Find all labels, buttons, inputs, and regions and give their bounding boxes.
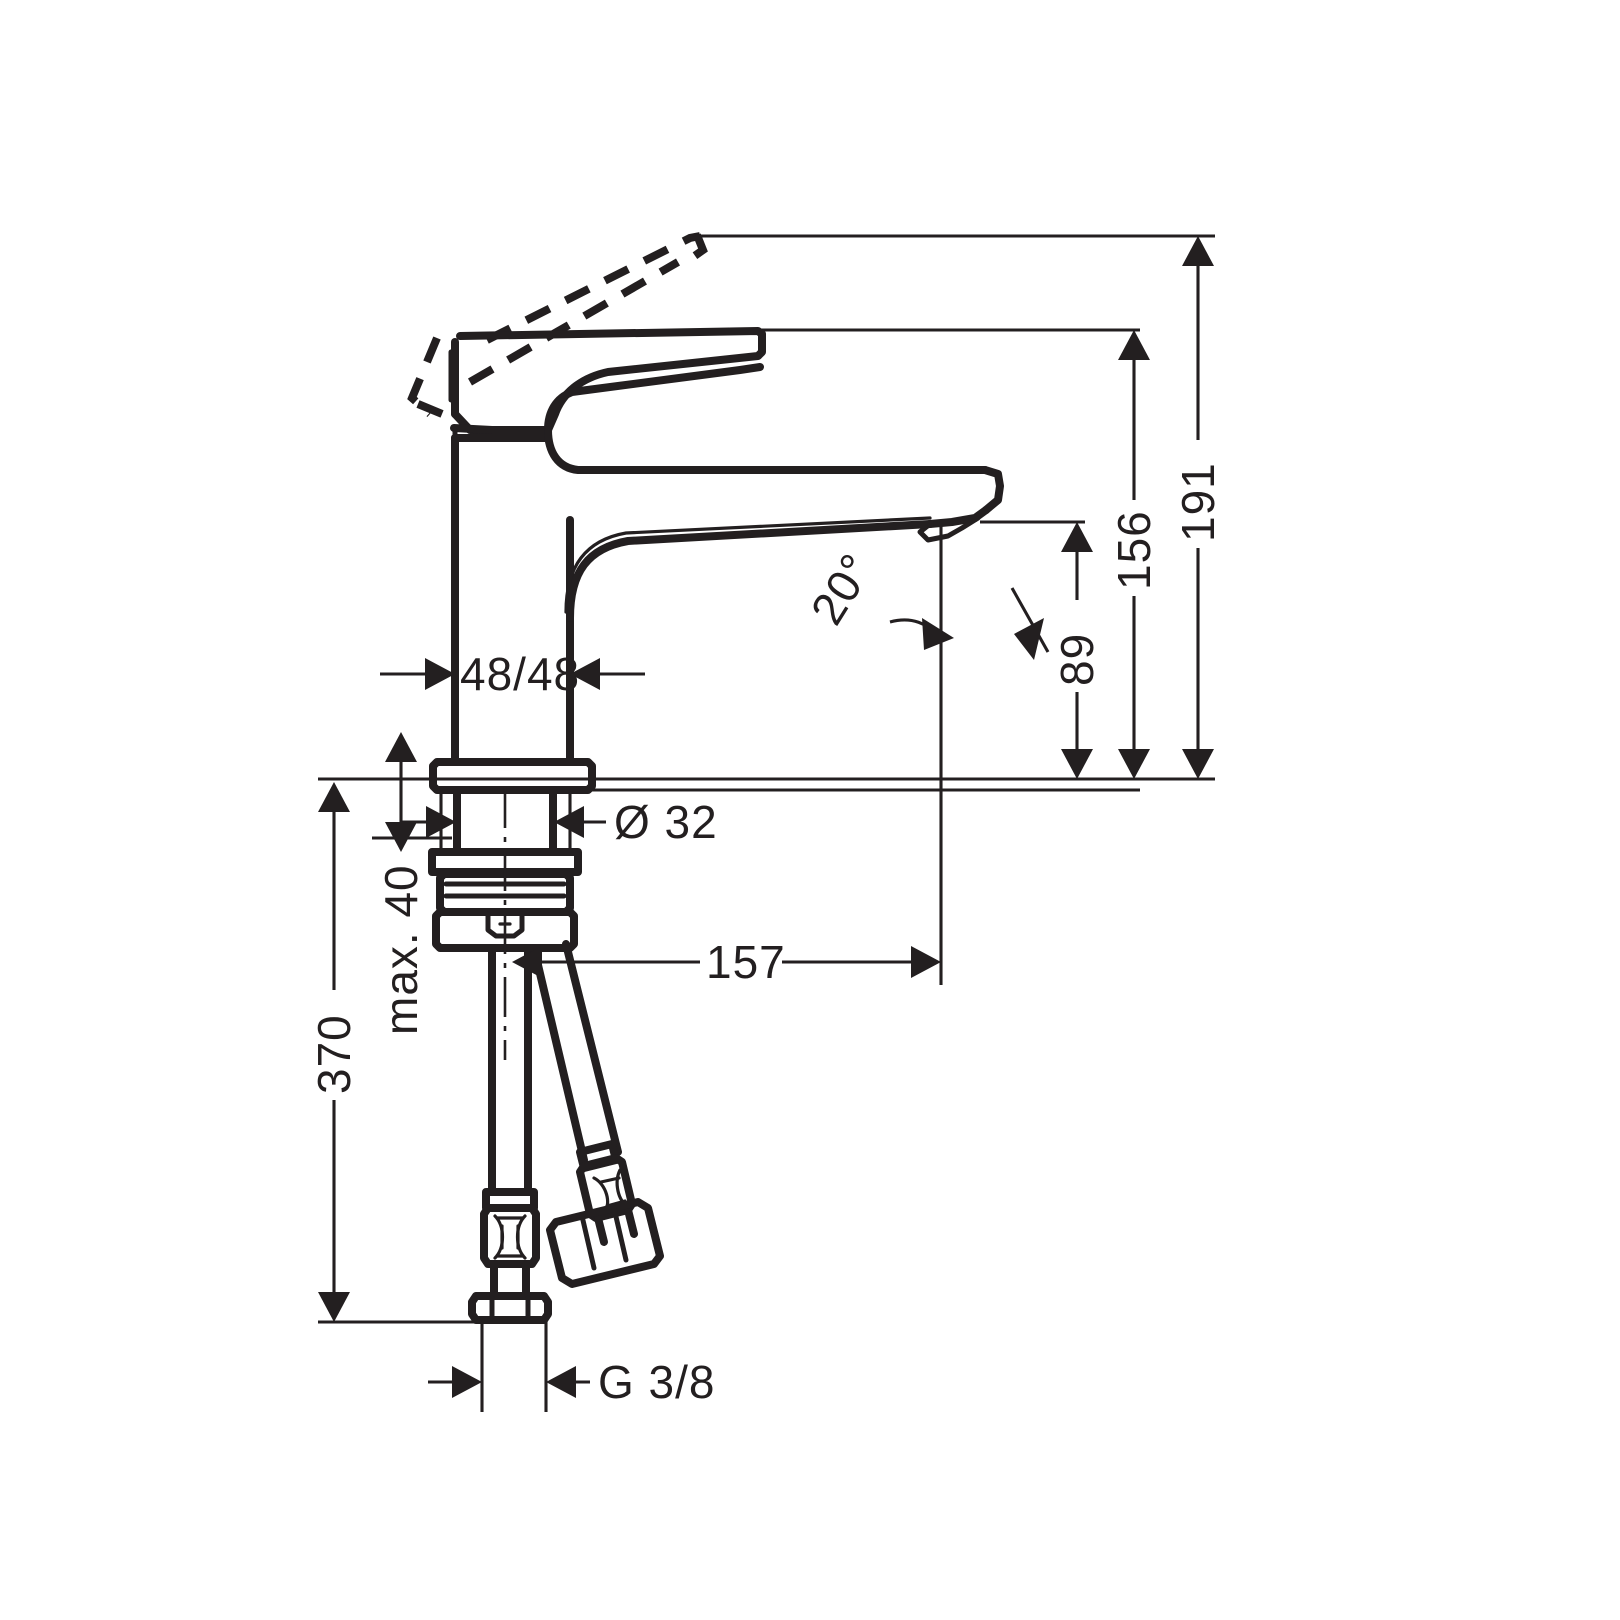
dimension-label-overall-height: 191 <box>1172 462 1224 542</box>
spout-lower-surface <box>564 516 934 622</box>
flexible-hose-angled <box>530 940 664 1288</box>
dimension-spout-height: 89 <box>1051 522 1103 779</box>
dimension-handle-spacing: 48/48 <box>380 648 645 700</box>
spout-outlet-aerator <box>917 506 990 543</box>
dimension-label-connection-thread: G 3/8 <box>598 1356 716 1408</box>
flexible-hose-vertical <box>468 944 552 1324</box>
dimension-connection-thread: G 3/8 <box>428 1356 716 1408</box>
dimension-label-hose-length: 370 <box>308 1014 360 1094</box>
threaded-shank <box>453 786 557 856</box>
dimension-label-spout-angle: 20° <box>800 544 883 633</box>
dimension-spout-reach: 157 <box>512 936 941 988</box>
dimension-overall-height: 191 <box>1172 236 1224 779</box>
spout-upper-arm <box>544 363 1004 514</box>
dimension-label-base-diameter: Ø 32 <box>614 796 718 848</box>
dimension-max-deck-thickness: max. 40 <box>375 732 427 1035</box>
handle-raised-dashed-position <box>407 232 708 422</box>
handle-lever <box>448 327 766 434</box>
faucet-body-outline <box>407 232 1004 1324</box>
dimension-label-body-height: 156 <box>1108 510 1160 590</box>
dimension-label-max-deck-thickness: max. 40 <box>375 864 427 1035</box>
dimension-label-spout-reach: 157 <box>706 936 786 988</box>
dimension-label-spout-height: 89 <box>1051 633 1103 686</box>
dimension-body-height: 156 <box>1108 330 1160 779</box>
body-column <box>451 434 574 766</box>
dimension-spout-angle: 20° <box>800 544 1050 660</box>
dimension-label-handle-spacing: 48/48 <box>460 648 580 700</box>
dimension-base-diameter: Ø 32 <box>400 796 718 848</box>
dimension-hose-length: 370 <box>308 782 360 1322</box>
base-escutcheon <box>429 758 596 794</box>
